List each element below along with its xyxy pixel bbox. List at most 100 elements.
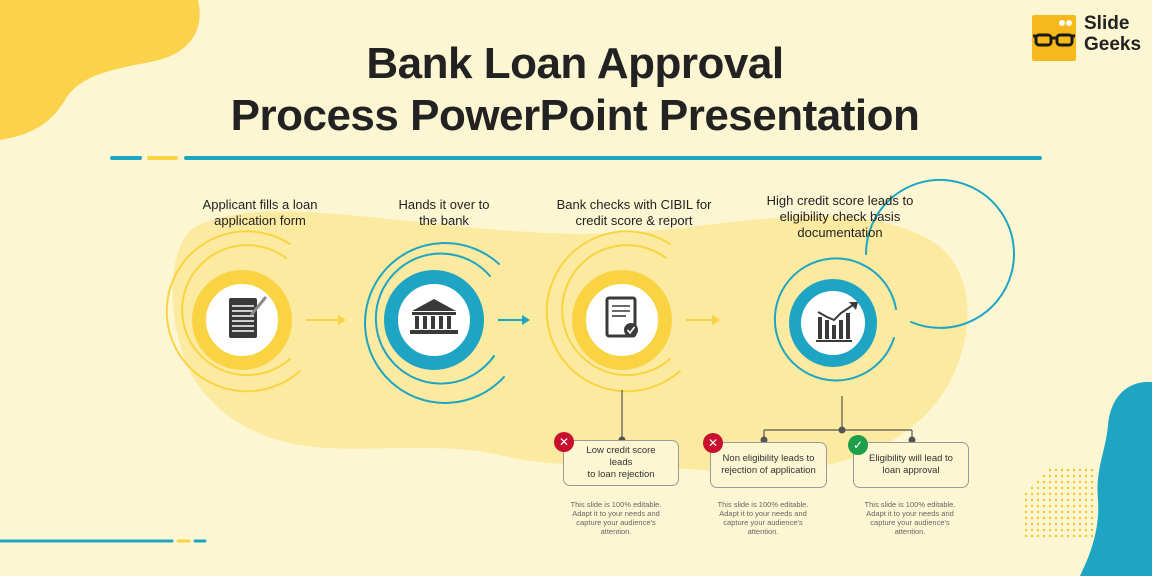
dot — [1024, 510, 1028, 514]
dot — [1084, 504, 1088, 508]
dot — [1090, 486, 1094, 490]
dot — [1048, 516, 1052, 520]
dot — [1054, 528, 1058, 532]
dot — [1048, 534, 1052, 538]
dot — [1090, 534, 1094, 538]
dot — [1060, 504, 1064, 508]
dot — [1066, 480, 1070, 484]
dot — [1090, 474, 1094, 478]
dot — [1030, 498, 1034, 502]
dot — [1090, 516, 1094, 520]
dot — [1036, 504, 1040, 508]
dot — [1060, 468, 1064, 472]
dot — [1072, 474, 1076, 478]
dot — [1060, 516, 1064, 520]
step-3-circle — [545, 230, 681, 393]
dot — [1090, 480, 1094, 484]
dot — [1066, 498, 1070, 502]
dot — [1042, 480, 1046, 484]
dot — [1054, 474, 1058, 478]
dot — [1030, 516, 1034, 520]
dot — [1042, 528, 1046, 532]
dot — [1054, 492, 1058, 496]
dot — [1066, 492, 1070, 496]
note-text-3: This slide is 100% editable. Adapt it to… — [864, 500, 956, 536]
dot — [1078, 498, 1082, 502]
dot — [1084, 492, 1088, 496]
dot — [1072, 492, 1076, 496]
dot — [1066, 468, 1070, 472]
dot — [1072, 498, 1076, 502]
dot — [1048, 480, 1052, 484]
dot — [1024, 522, 1028, 526]
dot — [1054, 498, 1058, 502]
dot — [1024, 516, 1028, 520]
dot — [1024, 498, 1028, 502]
dot — [1042, 516, 1046, 520]
dot-grid-decoration — [1024, 468, 1094, 538]
top-left-yellow-blob — [0, 0, 200, 140]
dot — [1078, 522, 1082, 526]
application-form-icon — [229, 296, 267, 338]
dot — [1024, 534, 1028, 538]
dot — [1048, 486, 1052, 490]
dot — [1054, 510, 1058, 514]
check-icon: ✓ — [848, 435, 868, 455]
dot — [1030, 522, 1034, 526]
note-text-2: This slide is 100% editable. Adapt it to… — [717, 500, 809, 536]
dot — [1066, 504, 1070, 508]
step-2-label: Hands it over to the bank — [398, 197, 490, 228]
page-title: Bank Loan Approval Process PowerPoint Pr… — [150, 38, 1000, 142]
dot — [1090, 504, 1094, 508]
outcome-box-non-eligibility: Non eligibility leads to rejection of ap… — [710, 442, 827, 488]
dot — [1048, 492, 1052, 496]
dot — [1054, 486, 1058, 490]
dot — [1048, 498, 1052, 502]
dot — [1084, 468, 1088, 472]
dot — [1024, 528, 1028, 532]
dot — [1024, 504, 1028, 508]
dot — [1060, 480, 1064, 484]
dot — [1048, 504, 1052, 508]
dot — [1042, 504, 1046, 508]
dot — [1030, 534, 1034, 538]
dot — [1078, 486, 1082, 490]
logo-line-1: Slide — [1084, 13, 1130, 34]
dot — [1030, 492, 1034, 496]
dot — [1036, 528, 1040, 532]
dot — [1042, 486, 1046, 490]
dot — [1078, 534, 1082, 538]
dot — [1066, 522, 1070, 526]
dot — [1060, 510, 1064, 514]
dot — [1066, 510, 1070, 514]
dot — [1072, 486, 1076, 490]
dot — [1066, 534, 1070, 538]
dot — [1078, 468, 1082, 472]
dot — [1090, 492, 1094, 496]
arrow-1 — [306, 315, 346, 325]
dot — [1030, 486, 1034, 490]
connector-step-4 — [760, 396, 916, 444]
dot — [1084, 498, 1088, 502]
dot — [1030, 510, 1034, 514]
dot — [1060, 486, 1064, 490]
cross-icon: ✕ — [554, 432, 574, 452]
bar-chart-growth-icon — [816, 302, 858, 342]
dot — [1078, 510, 1082, 514]
dot — [1036, 516, 1040, 520]
dot — [1036, 498, 1040, 502]
step-3-label: Bank checks with CIBIL for credit score … — [556, 197, 712, 228]
dot — [1084, 480, 1088, 484]
dot — [1054, 480, 1058, 484]
dot — [1078, 504, 1082, 508]
dot — [1072, 534, 1076, 538]
title-line-2: Process PowerPoint Presentation — [230, 91, 920, 140]
dot — [1060, 492, 1064, 496]
dot — [1048, 522, 1052, 526]
dot — [1084, 522, 1088, 526]
dot — [1036, 534, 1040, 538]
dot — [1030, 504, 1034, 508]
dot — [1042, 498, 1046, 502]
note-text-1: This slide is 100% editable. Adapt it to… — [570, 500, 662, 536]
